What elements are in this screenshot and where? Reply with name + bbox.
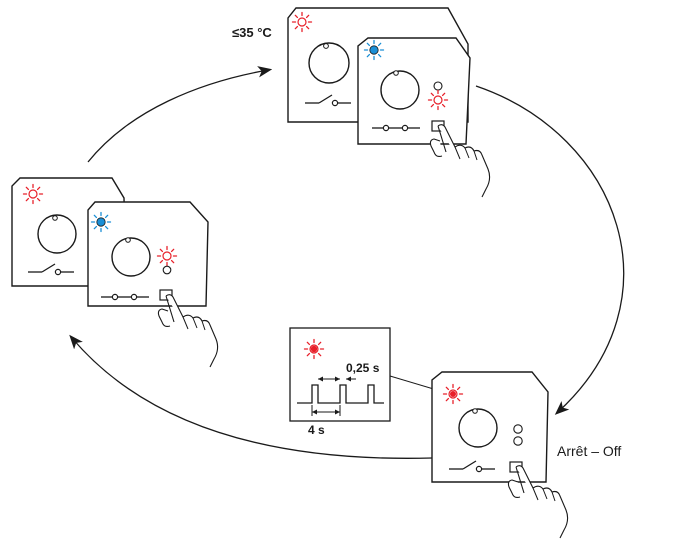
pulse-width-label: 0,25 s	[346, 361, 380, 375]
temperature-label: ≤35 °C	[232, 25, 272, 40]
device-off	[431, 371, 569, 539]
cycle-arrow-icon	[87, 66, 273, 163]
off-state-label: Arrêt – Off	[557, 443, 621, 459]
device-left-front	[87, 201, 219, 368]
period-label: 4 s	[308, 423, 325, 437]
cycle-arrow-icon	[69, 334, 433, 459]
cycle-arrow-icon	[475, 85, 625, 415]
device-top-front	[357, 37, 491, 198]
blink-inset-panel	[289, 327, 391, 422]
